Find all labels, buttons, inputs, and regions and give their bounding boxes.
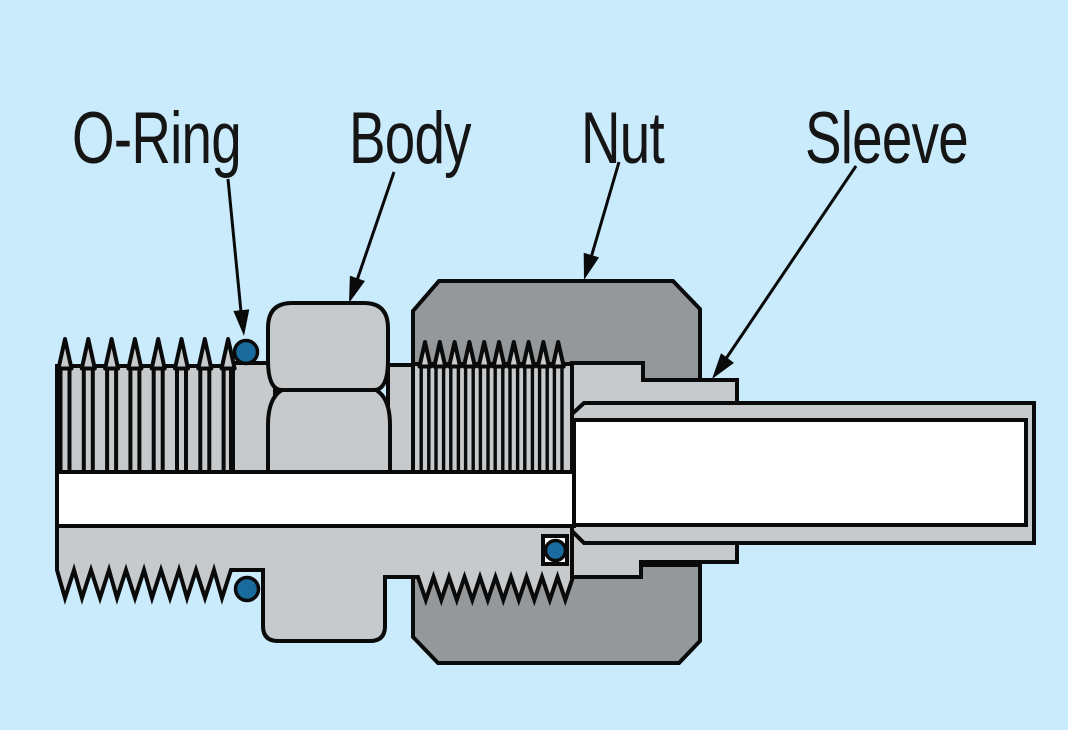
hex-body-lower-facet bbox=[266, 388, 392, 474]
body-leader-line bbox=[352, 171, 396, 290]
thread-left-flank-lines bbox=[58, 368, 233, 470]
label-nut: Nut bbox=[581, 98, 665, 179]
thread-left-teeth bbox=[56, 337, 237, 371]
body-lower-section bbox=[55, 524, 575, 643]
oring-face-seal-section bbox=[543, 538, 568, 563]
nut-leader-arrow bbox=[583, 161, 621, 280]
fitting-bore bbox=[55, 470, 576, 528]
oring-face-seal bbox=[541, 534, 569, 566]
nut-leader-line bbox=[586, 161, 621, 269]
body-neck bbox=[386, 363, 417, 474]
label-body: Body bbox=[349, 98, 472, 179]
body-leader-arrow bbox=[349, 171, 396, 303]
tube-inner-bore bbox=[572, 418, 1028, 527]
male-thread-left bbox=[55, 337, 237, 474]
oring-lower bbox=[233, 575, 261, 603]
sleeve-leader-arrow bbox=[712, 165, 858, 379]
hex-body-upper-facet bbox=[266, 301, 390, 392]
oring-leader-line bbox=[226, 178, 244, 323]
body-arrowhead bbox=[349, 275, 365, 303]
label-sleeve: Sleeve bbox=[805, 98, 969, 179]
label-oring: O-Ring bbox=[72, 98, 242, 179]
hex-body bbox=[266, 301, 392, 474]
nut-arrowhead bbox=[583, 252, 600, 280]
thread-right-teeth bbox=[417, 340, 566, 369]
oring-arrowhead bbox=[233, 309, 250, 336]
sleeve-arrowhead bbox=[712, 353, 734, 379]
oring-leader-arrow bbox=[226, 178, 250, 336]
male-thread-right bbox=[411, 340, 575, 474]
sleeve-leader-line bbox=[717, 165, 858, 370]
oring-upper bbox=[232, 338, 260, 366]
body-lower-silhouette bbox=[55, 524, 575, 643]
thread-right-flank-lines bbox=[419, 367, 564, 470]
tube bbox=[570, 401, 1036, 545]
